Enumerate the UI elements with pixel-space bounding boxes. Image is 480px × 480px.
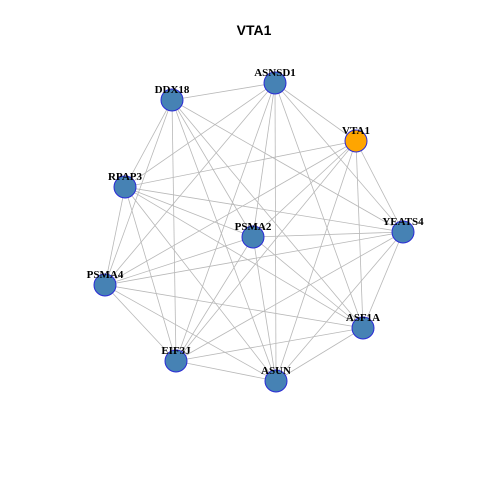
edge-asf1a-ddx18: [171, 99, 364, 329]
edge-vta1-asf1a: [355, 140, 364, 329]
edge-asnsd1-rpap3: [124, 82, 276, 188]
node-eif3j: [164, 349, 188, 373]
node-label-eif3j: EIF3J: [161, 345, 191, 357]
node-layer: [93, 71, 415, 393]
edge-vta1-rpap3: [124, 140, 357, 188]
edge-asf1a-eif3j: [175, 327, 364, 362]
edge-asnsd1-psma4: [104, 82, 276, 286]
edge-asun-psma4: [104, 284, 277, 382]
edge-asf1a-psma2: [252, 236, 364, 329]
node-label-psma2: PSMA2: [235, 221, 272, 233]
node-label-psma4: PSMA4: [87, 269, 124, 281]
edge-asun-ddx18: [171, 99, 277, 382]
edge-asnsd1-ddx18: [171, 82, 276, 101]
edge-asun-eif3j: [175, 360, 277, 382]
edge-yeats4-eif3j: [175, 231, 404, 362]
node-ddx18: [160, 88, 184, 112]
edge-vta1-psma4: [104, 140, 357, 286]
edge-yeats4-asun: [275, 231, 404, 382]
edge-vta1-psma2: [252, 140, 357, 238]
node-label-asun: ASUN: [261, 365, 291, 377]
edge-ddx18-psma2: [171, 99, 254, 238]
edge-yeats4-psma4: [104, 231, 404, 286]
node-vta1: [344, 129, 368, 153]
edge-vta1-yeats4: [355, 140, 404, 233]
edge-asnsd1-yeats4: [274, 82, 404, 233]
edge-asnsd1-psma2: [252, 82, 276, 238]
node-asnsd1: [263, 71, 287, 95]
diagram-title: VTA1: [237, 22, 272, 38]
edge-yeats4-psma2: [252, 231, 404, 238]
node-label-asf1a: ASF1A: [346, 312, 380, 324]
edge-asnsd1-asun: [274, 82, 277, 382]
edge-asf1a-psma4: [104, 284, 364, 329]
edge-eif3j-ddx18: [171, 99, 177, 362]
edge-layer: [104, 82, 404, 382]
node-psma2: [241, 225, 265, 249]
edge-asun-rpap3: [124, 186, 277, 382]
edge-yeats4-ddx18: [171, 99, 404, 233]
edge-psma4-psma2: [104, 236, 254, 286]
node-label-ddx18: DDX18: [155, 84, 190, 96]
node-asun: [264, 369, 288, 393]
edge-vta1-asun: [275, 140, 357, 382]
node-label-rpap3: RPAP3: [108, 171, 143, 183]
edge-eif3j-psma2: [175, 236, 254, 362]
node-yeats4: [391, 220, 415, 244]
node-label-yeats4: YEATS4: [382, 216, 424, 228]
edge-eif3j-psma4: [104, 284, 177, 362]
node-label-asnsd1: ASNSD1: [254, 67, 296, 79]
edge-vta1-eif3j: [175, 140, 357, 362]
edge-asnsd1-vta1: [274, 82, 357, 142]
edge-rpap3-psma2: [124, 186, 254, 238]
edge-rpap3-ddx18: [124, 99, 173, 188]
edge-asun-psma2: [252, 236, 277, 382]
edge-yeats4-asf1a: [362, 231, 404, 329]
edge-eif3j-rpap3: [124, 186, 177, 362]
edge-asf1a-asun: [275, 327, 364, 382]
edge-asnsd1-asf1a: [274, 82, 364, 329]
edge-asnsd1-eif3j: [175, 82, 276, 362]
node-label-vta1: VTA1: [342, 125, 370, 137]
edge-asf1a-rpap3: [124, 186, 364, 329]
node-psma4: [93, 273, 117, 297]
edge-psma4-rpap3: [104, 186, 126, 286]
node-rpap3: [113, 175, 137, 199]
node-asf1a: [351, 316, 375, 340]
